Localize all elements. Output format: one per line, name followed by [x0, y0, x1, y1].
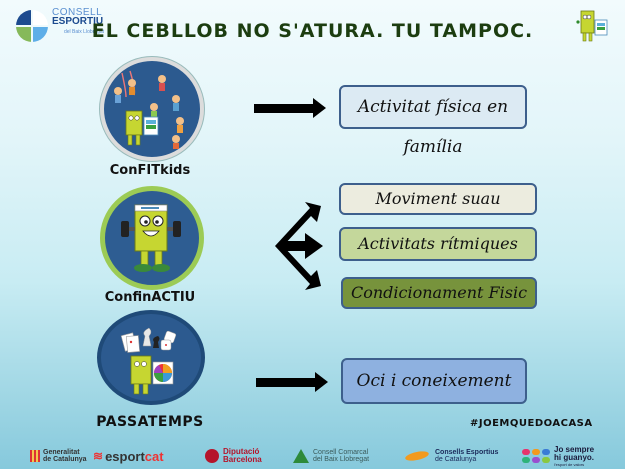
jo-sempre-line2: hi guanyo.	[554, 452, 594, 462]
confinactiu-image	[100, 186, 204, 290]
generalitat-logo: Generalitat de Catalunya	[30, 446, 87, 466]
logo-mark-icon	[16, 10, 48, 42]
activity-box-family[interactable]: Activitat física en família	[339, 85, 527, 157]
confitkids-image	[100, 57, 204, 161]
mascot-dumbbells-icon	[121, 204, 181, 272]
esportcat-part2: cat	[144, 448, 164, 464]
hashtag: #JOEMQUEDOACASA	[470, 418, 593, 429]
arrow-right-icon	[256, 372, 328, 392]
consell-comarcal-line2: del Baix Llobregat	[313, 456, 370, 463]
diputacio-emblem-icon	[205, 449, 219, 463]
activity-box-soft-movement[interactable]: Moviment suau	[339, 183, 537, 215]
page-title: EL CEBLLOB NO S'ATURA. TU TAMPOC.	[91, 20, 534, 42]
senyera-icon	[30, 450, 40, 462]
program-label-passatemps: PASSATEMPS	[96, 414, 204, 430]
consell-esportiu-logo: CONSELL ESPORTIU del Baix Llobregat	[14, 6, 124, 46]
consells-esportius-logo: Consells Esportius de Catalunya	[404, 446, 499, 466]
consell-comarcal-logo: Consell Comarcal del Baix Llobregat	[293, 446, 369, 466]
branching-arrow-icon	[275, 202, 323, 290]
logo-line1: CONSELL	[52, 7, 103, 18]
esportcat-swoosh-icon: ≋	[93, 448, 104, 463]
esportcat-part1: esport	[105, 448, 145, 464]
kids-activity-icon	[114, 70, 184, 149]
diputacio-line2: Barcelona	[223, 455, 262, 464]
generalitat-line1: Generalitat	[43, 449, 80, 456]
diputacio-logo: Diputació Barcelona	[205, 446, 262, 466]
logo-line2: ESPORTIU	[52, 16, 104, 27]
runner-icon	[404, 449, 430, 463]
consells-esportius-line1: Consells Esportius	[435, 449, 499, 456]
program-label-confitkids: ConFITkids	[109, 163, 191, 178]
diputacio-line1: Diputació	[223, 447, 260, 456]
jo-sempre-line3: l'esport de valors	[554, 461, 585, 467]
board-games-icon	[120, 327, 177, 395]
jo-sempre-line1: Jo sempre	[554, 444, 595, 454]
jo-sempre-hi-guanyo-logo: Jo sempre hi guanyo. l'esport de valors	[522, 444, 595, 467]
activity-box-leisure[interactable]: Oci i coneixement	[341, 358, 527, 404]
passatemps-image	[97, 310, 205, 405]
consell-comarcal-line1: Consell Comarcal	[313, 449, 369, 456]
consells-esportius-line2: de Catalunya	[435, 456, 477, 463]
mountain-icon	[293, 449, 309, 463]
program-label-confinactiu: ConfinACTIU	[104, 290, 196, 305]
logo-line3: del Baix Llobregat	[64, 29, 105, 35]
arrow-right-icon	[254, 98, 326, 118]
mascot-icon	[575, 8, 611, 44]
colored-dots-icon	[522, 449, 550, 463]
activity-box-fitness[interactable]: Condicionament Fisic	[341, 277, 537, 309]
generalitat-line2: de Catalunya	[43, 456, 87, 463]
activity-box-rhythmic[interactable]: Activitats rítmiques	[339, 227, 537, 261]
